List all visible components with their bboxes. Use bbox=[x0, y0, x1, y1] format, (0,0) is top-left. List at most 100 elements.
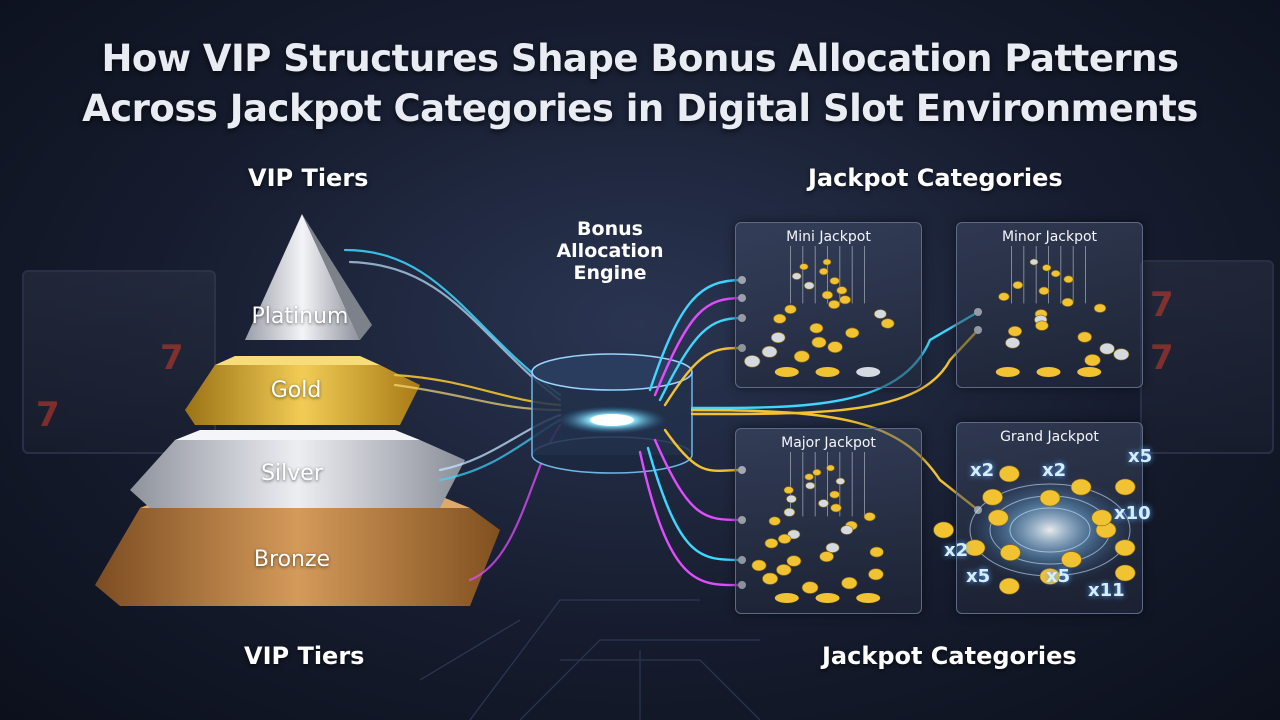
coin bbox=[933, 521, 954, 539]
coin bbox=[1061, 551, 1082, 568]
gold-tier-block bbox=[185, 365, 420, 425]
coin bbox=[998, 465, 1020, 483]
page-title: How VIP Structures Shape Bonus Allocatio… bbox=[0, 34, 1280, 134]
coin bbox=[751, 559, 767, 572]
coin bbox=[773, 313, 787, 324]
jackpot-categories-heading-bottom: Jackpot Categories bbox=[822, 642, 1077, 670]
coin bbox=[777, 533, 792, 544]
tier-label-bronze: Bronze bbox=[253, 547, 331, 572]
gold-tier-top bbox=[215, 356, 380, 365]
coin bbox=[1070, 478, 1092, 496]
coin bbox=[818, 267, 829, 276]
coin bbox=[825, 542, 840, 553]
vip-pyramid bbox=[95, 214, 500, 606]
multiplier-label: x10 bbox=[1114, 503, 1151, 524]
coin bbox=[819, 551, 834, 562]
multiplier-label: x2 bbox=[1042, 460, 1067, 481]
coin bbox=[768, 516, 781, 526]
coin-pile bbox=[1036, 367, 1061, 377]
coin bbox=[1038, 286, 1050, 296]
coin bbox=[964, 539, 986, 557]
engine-label: Bonus Allocation Engine bbox=[540, 218, 680, 284]
coin bbox=[1035, 320, 1049, 331]
coin bbox=[812, 468, 822, 476]
coin bbox=[1012, 281, 1023, 290]
silver-tier-top bbox=[175, 430, 420, 440]
coin bbox=[826, 464, 835, 472]
coin bbox=[1084, 354, 1101, 367]
slot-symbol-seven: 7 bbox=[1150, 285, 1174, 325]
engine-label-line: Allocation bbox=[556, 240, 664, 262]
coin bbox=[822, 258, 832, 266]
slot-reel-left bbox=[22, 270, 216, 454]
tier-label-silver: Silver bbox=[261, 461, 323, 486]
coin bbox=[791, 272, 802, 280]
coin bbox=[1007, 325, 1022, 337]
coin-pile bbox=[995, 367, 1020, 377]
coin bbox=[1091, 509, 1112, 527]
coin bbox=[787, 529, 801, 540]
coin bbox=[1077, 331, 1092, 343]
coin bbox=[1093, 303, 1107, 313]
slot-symbol-seven: 7 bbox=[1150, 338, 1174, 378]
multiplier-label: x11 bbox=[1088, 580, 1125, 601]
coin-pile bbox=[815, 593, 840, 603]
coin bbox=[799, 263, 809, 271]
multiplier-label: x2 bbox=[944, 540, 969, 561]
coin-pile bbox=[856, 593, 881, 603]
multiplier-label: x5 bbox=[966, 566, 991, 587]
coin-pile bbox=[774, 367, 799, 377]
coin bbox=[821, 290, 834, 300]
mini-jackpot-label: Mini Jackpot bbox=[786, 229, 871, 245]
coin bbox=[786, 555, 802, 567]
coin bbox=[1042, 264, 1052, 272]
coin bbox=[1114, 564, 1136, 582]
coin bbox=[839, 295, 851, 305]
coin bbox=[803, 281, 815, 290]
coin bbox=[761, 345, 778, 358]
coin bbox=[783, 486, 794, 494]
coin-pile bbox=[815, 367, 840, 377]
coin bbox=[762, 572, 778, 585]
coin bbox=[836, 286, 848, 295]
coin bbox=[880, 318, 895, 329]
grand-jackpot-ring bbox=[1009, 507, 1091, 553]
platinum-tier-side bbox=[302, 214, 372, 340]
coin bbox=[1000, 544, 1021, 561]
grand-jackpot-label: Grand Jackpot bbox=[1000, 429, 1099, 445]
coin bbox=[818, 499, 829, 508]
multiplier-label: x5 bbox=[1128, 446, 1153, 467]
coin bbox=[845, 327, 860, 339]
coin bbox=[869, 546, 884, 558]
coin bbox=[987, 509, 1009, 527]
coin bbox=[1114, 539, 1136, 557]
coin bbox=[1061, 297, 1074, 307]
tier-label-gold: Gold bbox=[270, 378, 322, 403]
vip-tiers-heading-top: VIP Tiers bbox=[248, 164, 369, 192]
page-title-line1: How VIP Structures Shape Bonus Allocatio… bbox=[101, 37, 1179, 80]
coin bbox=[841, 576, 858, 590]
coin bbox=[764, 538, 779, 549]
page-title-line2: Across Jackpot Categories in Digital Slo… bbox=[82, 87, 1198, 130]
coin bbox=[744, 355, 761, 368]
coin bbox=[840, 525, 854, 535]
major-jackpot-label: Major Jackpot bbox=[781, 435, 876, 451]
coin bbox=[998, 577, 1020, 595]
bronze-tier-block bbox=[95, 508, 500, 606]
coin bbox=[805, 482, 816, 490]
coin bbox=[1099, 342, 1115, 355]
coin bbox=[783, 507, 796, 517]
coin-pile bbox=[1077, 367, 1102, 377]
coin bbox=[809, 323, 824, 334]
coin bbox=[804, 473, 814, 481]
minor-jackpot-label: Minor Jackpot bbox=[1001, 229, 1098, 245]
coin bbox=[1005, 337, 1020, 349]
coin-pile bbox=[774, 593, 799, 603]
coin bbox=[1050, 270, 1061, 278]
coin bbox=[827, 341, 843, 353]
coin bbox=[830, 503, 842, 513]
coin bbox=[770, 332, 786, 344]
allocation-streams-right bbox=[638, 278, 980, 587]
